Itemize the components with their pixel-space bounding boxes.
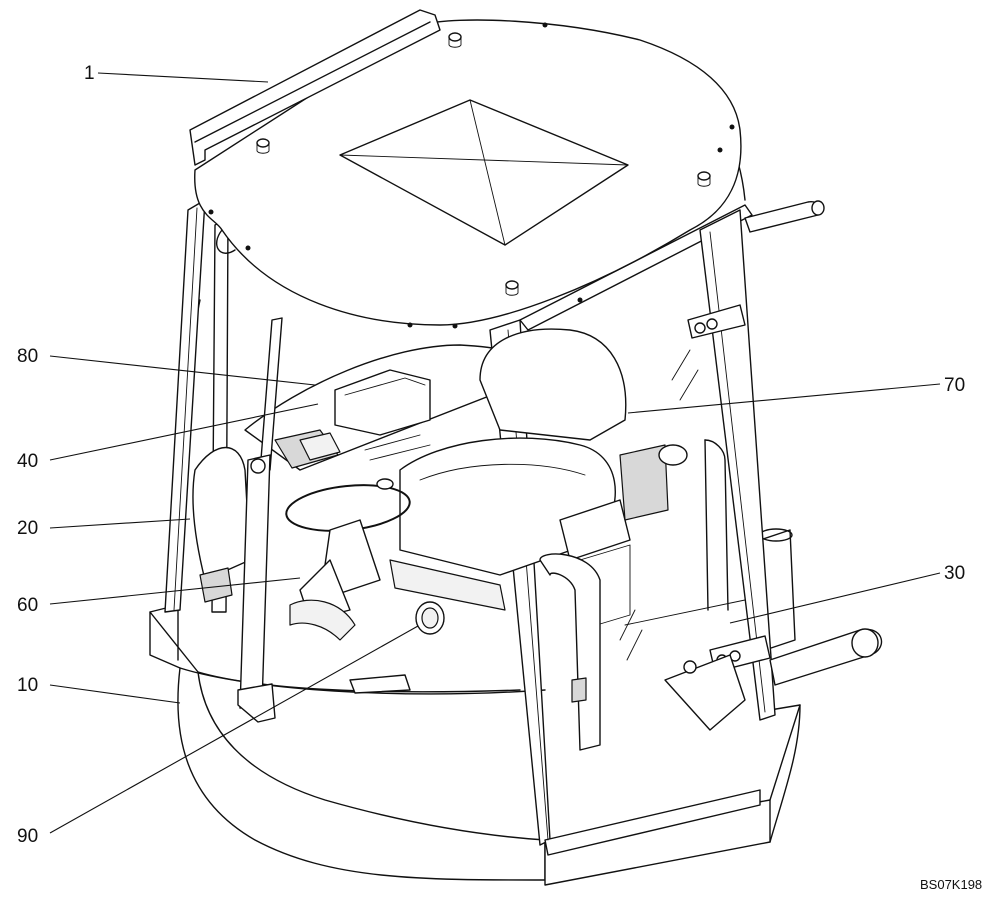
left-control-panel <box>192 446 251 603</box>
leader-40 <box>49 403 319 461</box>
leader-lines <box>49 72 941 834</box>
leader-60 <box>49 577 301 605</box>
leader-30 <box>729 572 941 624</box>
callout-90: 90 <box>17 826 38 847</box>
rear-handrail <box>687 200 883 686</box>
wiper <box>237 317 283 723</box>
callout-10: 10 <box>17 675 38 696</box>
leader-20 <box>49 518 191 529</box>
callout-30: 30 <box>944 563 965 584</box>
callout-labels: 1 80 40 20 60 10 90 70 30 BS07K198 <box>17 63 982 892</box>
leader-90 <box>49 625 419 834</box>
leader-80 <box>49 355 316 386</box>
callout-70: 70 <box>944 375 965 396</box>
leader-70 <box>627 383 941 414</box>
steering-column <box>285 478 411 641</box>
cab-shell <box>149 79 801 886</box>
callout-80: 80 <box>17 346 38 367</box>
callout-40: 40 <box>17 451 38 472</box>
roof-assembly <box>189 9 742 329</box>
dashboard-console <box>244 344 534 471</box>
callout-1: 1 <box>84 63 95 84</box>
operator-seat <box>389 328 688 611</box>
reference-code: BS07K198 <box>920 877 982 892</box>
callout-60: 60 <box>17 595 38 616</box>
floor-hatch <box>349 601 445 694</box>
callout-20: 20 <box>17 518 38 539</box>
leader-10 <box>49 684 181 704</box>
leader-1 <box>97 72 269 83</box>
floor-plate <box>539 439 746 751</box>
